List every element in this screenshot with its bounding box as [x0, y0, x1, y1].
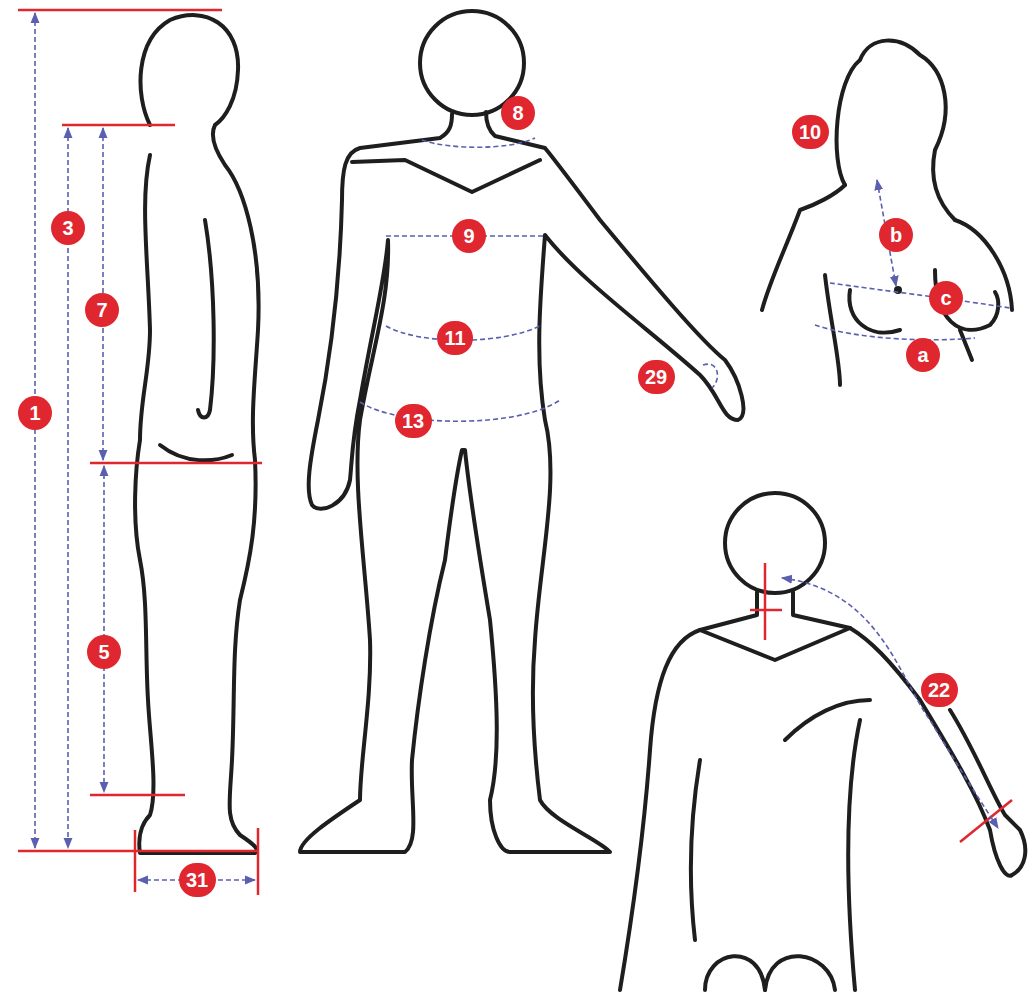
- callout-number: 3: [51, 211, 85, 245]
- red-reference-line: [134, 830, 137, 892]
- callout-number: 13: [395, 404, 432, 438]
- red-reference-line: [18, 9, 222, 12]
- measure-line: [360, 138, 718, 421]
- callout-number: b: [890, 225, 902, 245]
- back-figure: [725, 493, 825, 593]
- callout-number: 1: [29, 403, 40, 423]
- red-reference-line: [960, 800, 1012, 842]
- dimension-arrow: [34, 13, 36, 848]
- callout-number: a: [917, 345, 928, 365]
- callout-number: c: [940, 288, 951, 308]
- side-figure: [135, 15, 259, 853]
- back-figure: [691, 760, 700, 940]
- side-figure: [160, 445, 232, 460]
- callout-number: 10: [799, 122, 821, 142]
- callout-number: 9: [452, 219, 486, 253]
- back-figure: [705, 956, 765, 990]
- front-figure: [352, 160, 540, 192]
- callout-number: c: [929, 281, 963, 315]
- side-figure: [135, 15, 259, 853]
- bust-figure: [960, 330, 972, 360]
- bust-figure: [762, 41, 1012, 385]
- red-reference-line: [257, 828, 260, 895]
- red-reference-line: [764, 563, 767, 640]
- bust-figure: [762, 185, 845, 310]
- back-figure: [700, 628, 850, 660]
- red-reference-line: [62, 124, 175, 127]
- callout-number: 5: [98, 642, 109, 662]
- measure-line: [830, 283, 1010, 308]
- callout-number: b: [879, 218, 913, 252]
- callout-number: 31: [179, 863, 216, 897]
- dimension-arrow: [103, 466, 105, 792]
- measure-line: [422, 138, 535, 147]
- bust-figure: [837, 41, 955, 220]
- back-figure: [620, 493, 1025, 990]
- dimension-arrow: [35, 13, 255, 880]
- red-reference-line: [90, 794, 185, 797]
- callout-number: 3: [62, 218, 73, 238]
- callout-number: 29: [638, 360, 675, 394]
- red-reference-line: [18, 10, 262, 895]
- back-figure: [793, 592, 1025, 876]
- measure-line: [360, 400, 560, 421]
- back-figure: [848, 720, 860, 990]
- red-reference-line: [750, 563, 1012, 842]
- callout-number: 10: [792, 115, 829, 149]
- callout-number: 9: [463, 226, 474, 246]
- measure-line: [703, 364, 718, 388]
- callout-number: 31: [186, 870, 208, 890]
- callout-number: 8: [501, 96, 535, 130]
- callout-number: 7: [96, 300, 107, 320]
- red-reference-line: [18, 850, 258, 853]
- callout-number: 5: [87, 635, 121, 669]
- measure-line: [815, 180, 1010, 340]
- callout-number: 29: [645, 367, 667, 387]
- back-figure: [620, 592, 757, 990]
- back-figure: [765, 956, 835, 990]
- callout-number: 1: [18, 396, 52, 430]
- side-figure: [198, 220, 214, 418]
- callout-number: 8: [512, 103, 523, 123]
- callout-number: 13: [402, 411, 424, 431]
- dimension-arrow: [782, 578, 998, 828]
- front-figure: [300, 11, 743, 852]
- callout-number: 22: [921, 673, 958, 707]
- callout-number: 11: [444, 328, 465, 348]
- measure-line: [815, 325, 975, 340]
- red-reference-line: [90, 462, 262, 465]
- bust-figure: [935, 270, 998, 330]
- bust-figure: [849, 290, 900, 333]
- callout-number: 7: [85, 293, 119, 327]
- callout-number: a: [906, 338, 940, 372]
- front-figure: [300, 112, 743, 852]
- callout-number: 22: [928, 680, 950, 700]
- red-reference-line: [750, 609, 782, 612]
- bust-figure: [955, 220, 1012, 310]
- callout-number: 11: [437, 321, 473, 355]
